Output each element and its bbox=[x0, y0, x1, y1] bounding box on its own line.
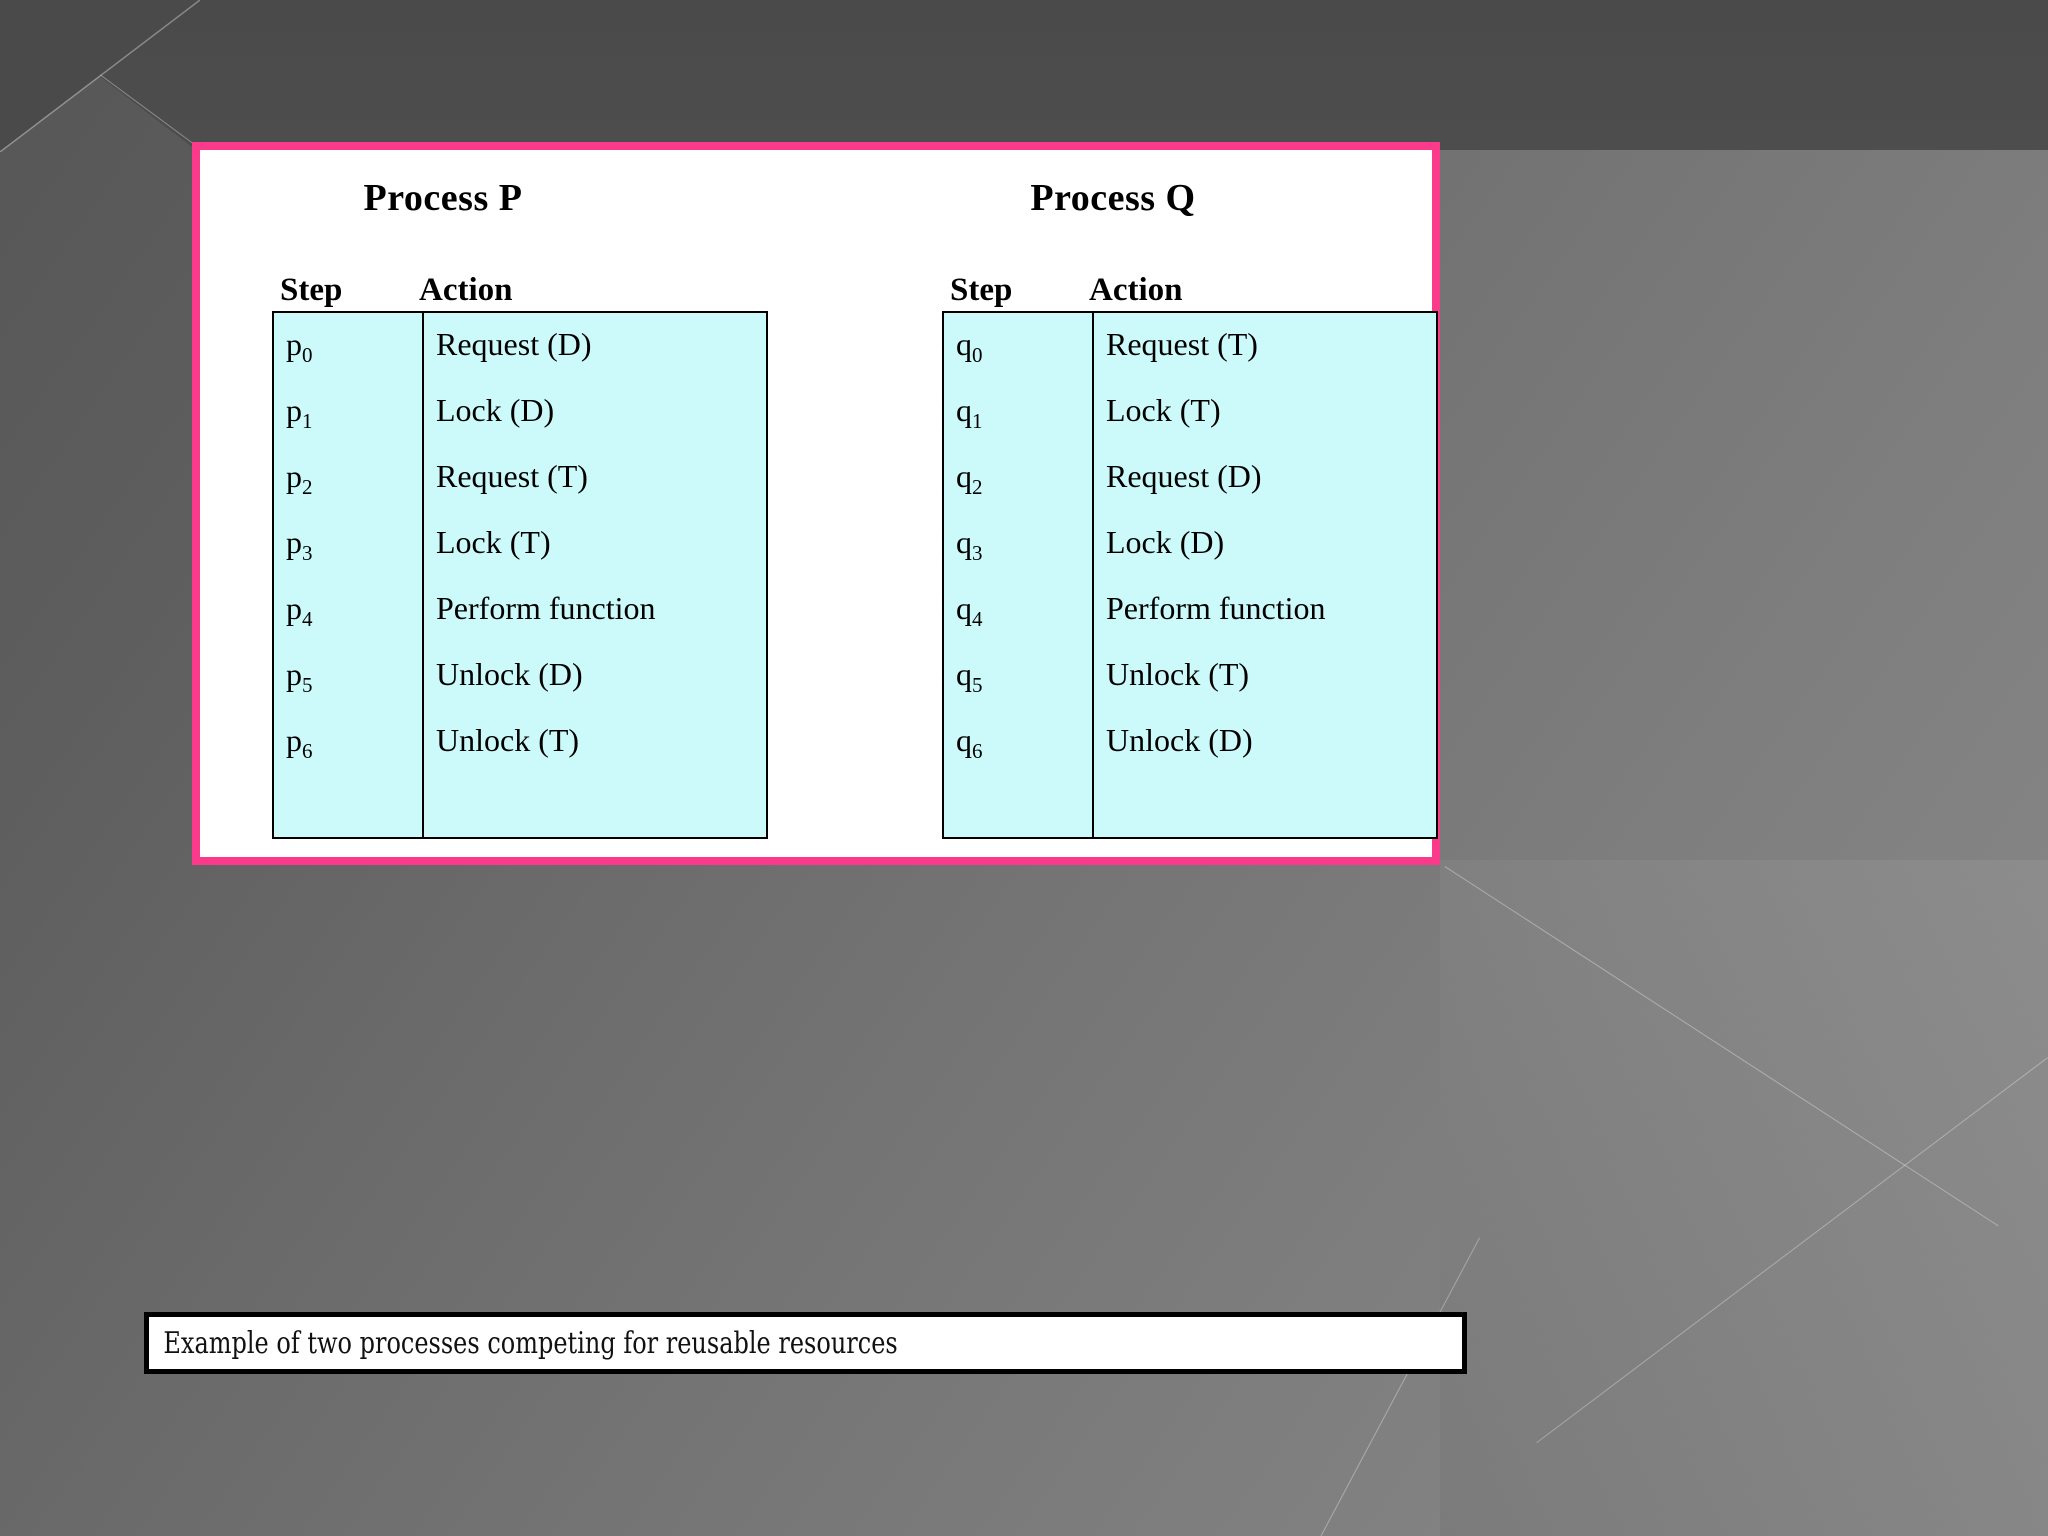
step-label: q bbox=[956, 722, 972, 758]
process-p-block: Process P Step Action p0 Request (D) p1 … bbox=[272, 150, 772, 839]
spacer-cell bbox=[423, 775, 767, 838]
table-row: p2 Request (T) bbox=[273, 445, 767, 511]
step-label: q bbox=[956, 326, 972, 362]
process-p-column-headers: Step Action bbox=[272, 272, 772, 309]
table-row: q4 Perform function bbox=[943, 577, 1437, 643]
process-q-steps-table: q0 Request (T) q1 Lock (T) q2 Request (D… bbox=[942, 311, 1438, 839]
step-cell: p0 bbox=[273, 312, 424, 379]
step-index: 5 bbox=[972, 673, 983, 697]
action-cell: Request (D) bbox=[1106, 458, 1262, 494]
step-cell: p3 bbox=[273, 511, 424, 577]
step-cell: p2 bbox=[273, 445, 424, 511]
step-index: 1 bbox=[302, 409, 313, 433]
process-q-column-headers: Step Action bbox=[942, 272, 1442, 309]
action-cell: Lock (D) bbox=[1106, 524, 1225, 560]
caption-box: Example of two processes competing for r… bbox=[144, 1312, 1467, 1374]
step-label: p bbox=[286, 656, 302, 692]
step-index: 0 bbox=[972, 343, 983, 367]
process-q-action-header: Action bbox=[1089, 272, 1183, 308]
step-cell: q2 bbox=[943, 445, 1094, 511]
process-p-step-header: Step bbox=[280, 272, 343, 308]
action-cell: Unlock (T) bbox=[1106, 656, 1250, 692]
spacer-cell bbox=[943, 775, 1094, 838]
step-cell: p5 bbox=[273, 643, 424, 709]
action-cell: Request (T) bbox=[1106, 326, 1258, 362]
action-cell: Lock (T) bbox=[436, 524, 551, 560]
action-cell: Request (D) bbox=[436, 326, 592, 362]
table-row-spacer bbox=[273, 775, 767, 838]
table-row: p4 Perform function bbox=[273, 577, 767, 643]
step-index: 6 bbox=[972, 739, 983, 763]
action-cell: Lock (T) bbox=[1106, 392, 1221, 428]
action-cell: Unlock (T) bbox=[436, 722, 580, 758]
step-index: 5 bbox=[302, 673, 313, 697]
step-index: 2 bbox=[302, 475, 313, 499]
action-cell: Unlock (D) bbox=[1106, 722, 1253, 758]
step-label: q bbox=[956, 524, 972, 560]
step-cell: p4 bbox=[273, 577, 424, 643]
step-cell: q0 bbox=[943, 312, 1094, 379]
step-label: q bbox=[956, 392, 972, 428]
step-label: p bbox=[286, 722, 302, 758]
step-cell: q6 bbox=[943, 709, 1094, 775]
step-label: p bbox=[286, 590, 302, 626]
table-row: q3 Lock (D) bbox=[943, 511, 1437, 577]
table-row: p1 Lock (D) bbox=[273, 379, 767, 445]
action-cell: Perform function bbox=[436, 590, 656, 626]
step-index: 2 bbox=[972, 475, 983, 499]
table-row: p3 Lock (T) bbox=[273, 511, 767, 577]
process-p-steps-table: p0 Request (D) p1 Lock (D) p2 Request (T… bbox=[272, 311, 768, 839]
step-label: q bbox=[956, 458, 972, 494]
spacer-cell bbox=[1093, 775, 1437, 838]
step-cell: q1 bbox=[943, 379, 1094, 445]
table-row: q5 Unlock (T) bbox=[943, 643, 1437, 709]
step-index: 3 bbox=[302, 541, 313, 565]
action-cell: Perform function bbox=[1106, 590, 1326, 626]
step-index: 6 bbox=[302, 739, 313, 763]
step-label: q bbox=[956, 590, 972, 626]
process-q-step-header: Step bbox=[950, 272, 1013, 308]
step-index: 4 bbox=[972, 607, 983, 631]
background-dark-band bbox=[0, 0, 2048, 150]
step-label: p bbox=[286, 524, 302, 560]
content-panel: Process P Step Action p0 Request (D) p1 … bbox=[192, 142, 1440, 865]
step-index: 0 bbox=[302, 343, 313, 367]
table-row: q0 Request (T) bbox=[943, 312, 1437, 379]
action-cell: Request (T) bbox=[436, 458, 588, 494]
step-cell: q3 bbox=[943, 511, 1094, 577]
step-cell: q5 bbox=[943, 643, 1094, 709]
table-row: p6 Unlock (T) bbox=[273, 709, 767, 775]
process-q-block: Process Q Step Action q0 Request (T) q1 … bbox=[942, 150, 1442, 839]
step-cell: q4 bbox=[943, 577, 1094, 643]
table-row: q6 Unlock (D) bbox=[943, 709, 1437, 775]
table-row-spacer bbox=[943, 775, 1437, 838]
table-row: q1 Lock (T) bbox=[943, 379, 1437, 445]
step-label: q bbox=[956, 656, 972, 692]
step-label: p bbox=[286, 326, 302, 362]
step-label: p bbox=[286, 392, 302, 428]
table-row: q2 Request (D) bbox=[943, 445, 1437, 511]
process-q-title: Process Q bbox=[1030, 177, 1196, 219]
table-row: p0 Request (D) bbox=[273, 312, 767, 379]
step-index: 3 bbox=[972, 541, 983, 565]
process-p-action-header: Action bbox=[419, 272, 513, 308]
action-cell: Unlock (D) bbox=[436, 656, 583, 692]
step-index: 4 bbox=[302, 607, 313, 631]
caption-text: Example of two processes competing for r… bbox=[163, 1325, 898, 1361]
spacer-cell bbox=[273, 775, 424, 838]
action-cell: Lock (D) bbox=[436, 392, 555, 428]
step-label: p bbox=[286, 458, 302, 494]
table-row: p5 Unlock (D) bbox=[273, 643, 767, 709]
step-cell: p1 bbox=[273, 379, 424, 445]
step-cell: p6 bbox=[273, 709, 424, 775]
step-index: 1 bbox=[972, 409, 983, 433]
process-p-title: Process P bbox=[363, 177, 523, 219]
